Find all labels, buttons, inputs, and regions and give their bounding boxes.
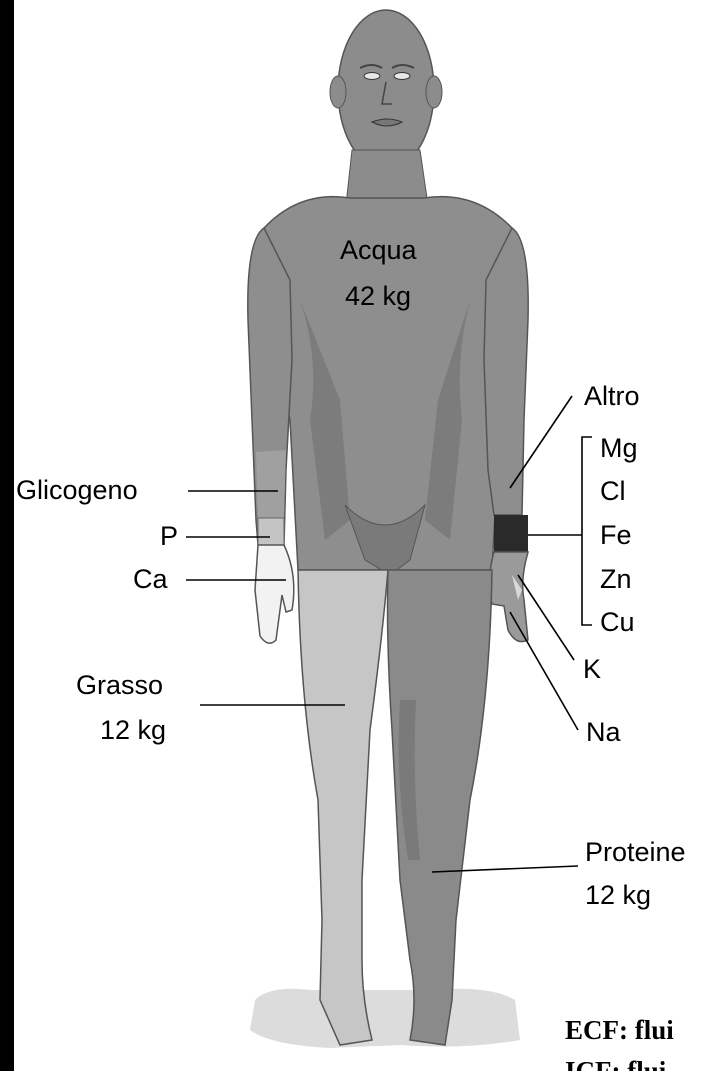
sodium-label: Na [586,719,621,746]
glycogen-label: Glicogeno [16,477,138,504]
fat-mass-label: 12 kg [100,717,166,744]
mineral-fe: Fe [600,522,632,549]
footer-line-2: ICF: flui [565,1058,666,1071]
calcium-label: Ca [133,566,168,593]
protein-mass-label: 12 kg [585,882,651,909]
mineral-zn: Zn [600,566,632,593]
mineral-bracket [528,437,592,625]
left-leg [298,570,388,1045]
neck [346,150,428,205]
water-label: Acqua [340,237,417,264]
mineral-band [494,515,528,552]
potassium-label: K [583,656,601,683]
footer-line-1: ECF: flui [565,1017,674,1044]
right-hand [489,552,528,642]
water-mass-label: 42 kg [345,283,411,310]
head [338,10,434,170]
other-label: Altro [584,383,640,410]
mineral-cl: Cl [600,478,626,505]
na-leader [510,612,578,730]
mineral-cu: Cu [600,609,635,636]
floor-shadow [250,989,520,1048]
left-hand [255,545,294,643]
phosphorus-label: P [160,523,178,550]
mineral-mg: Mg [600,435,638,462]
protein-label: Proteine [585,839,686,866]
fat-label: Grasso [76,672,163,699]
